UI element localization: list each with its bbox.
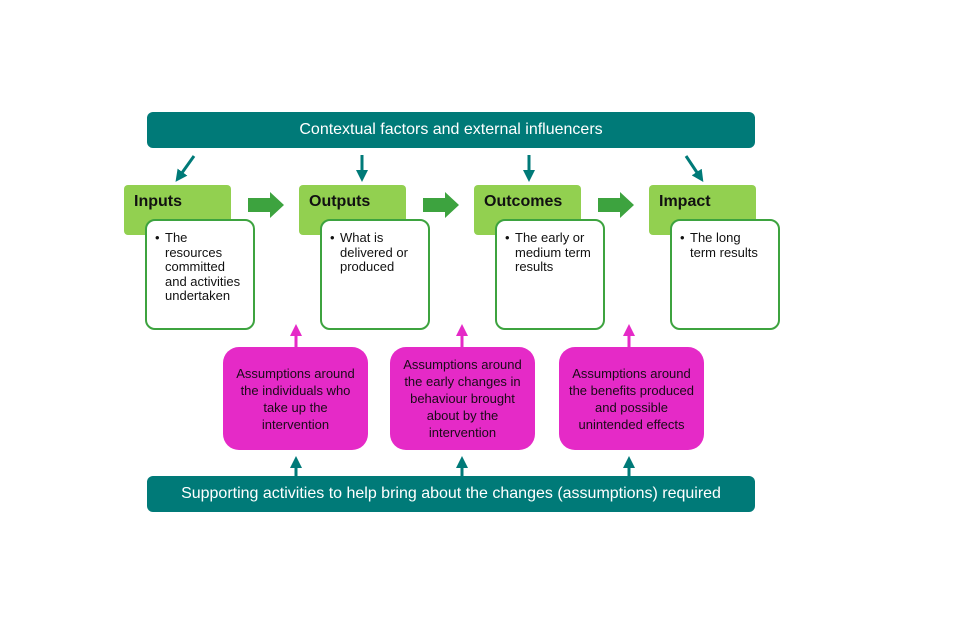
stage-title: Outputs (309, 193, 371, 210)
context-bar-label: Contextual factors and external influenc… (299, 121, 603, 138)
stage-description: What is delivered or produced (340, 230, 408, 274)
context-bar: Contextual factors and external influenc… (147, 112, 755, 148)
support-bar-label: Supporting activities to help bring abou… (181, 485, 721, 502)
flow-arrow-outputs-outcomes (423, 192, 459, 218)
stage-title: Outcomes (484, 193, 563, 210)
flow-arrow-outcomes-impact (598, 192, 634, 218)
stage-description: The resources committed and activities u… (165, 230, 241, 303)
assumption-box-behaviour: Assumptions around the early changes in … (390, 347, 535, 450)
assumption-box-benefits: Assumptions around the benefits produced… (559, 347, 704, 450)
stage-title: Inputs (134, 193, 182, 210)
context-arrow-inputs (175, 155, 196, 182)
stage-title: Impact (659, 193, 711, 210)
support-bar: Supporting activities to help bring abou… (147, 476, 755, 512)
assumption-text: Assumptions around the benefits produced… (568, 365, 695, 432)
stage-body-outcomes: • The early or medium term results (495, 219, 605, 330)
stage-description: The long term results (690, 230, 758, 260)
bullet-icon: • (155, 230, 160, 245)
assumption-text: Assumptions around the early changes in … (403, 357, 522, 440)
bullet-icon: • (330, 230, 335, 245)
assumption-text: Assumptions around the individuals who t… (236, 365, 355, 432)
bullet-icon: • (505, 230, 510, 245)
stage-body-inputs: • The resources committed and activities… (145, 219, 255, 330)
assumption-box-individuals: Assumptions around the individuals who t… (223, 347, 368, 450)
bullet-icon: • (680, 230, 685, 245)
flow-arrow-inputs-outputs (248, 192, 284, 218)
stage-description: The early or medium term results (515, 230, 591, 274)
stage-body-impact: • The long term results (670, 219, 780, 330)
stage-body-outputs: • What is delivered or produced (320, 219, 430, 330)
context-arrow-impact (684, 155, 704, 182)
